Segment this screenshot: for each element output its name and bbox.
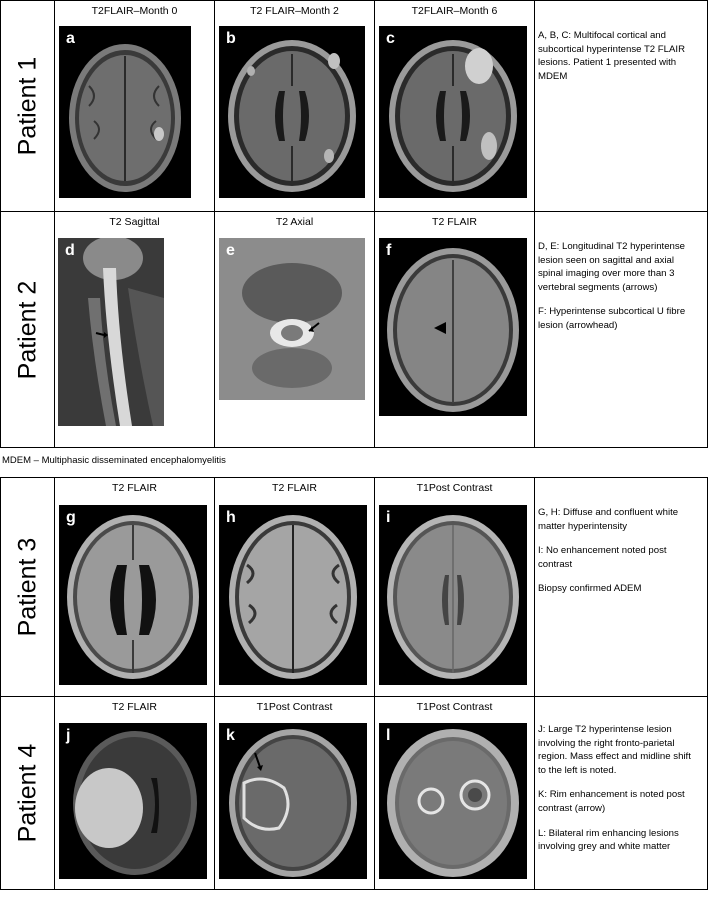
panel-h: T2 FLAIR h bbox=[214, 477, 375, 697]
description-cell: G, H: Diffuse and confluent white matter… bbox=[534, 477, 708, 697]
row-patient-3: Patient 3 T2 FLAIR g T2 FLAIR bbox=[0, 477, 708, 697]
description-cell: D, E: Longitudinal T2 hyperintense lesio… bbox=[534, 211, 708, 448]
panel-title: T2 FLAIR bbox=[112, 701, 157, 713]
brain-axial-image bbox=[228, 40, 356, 192]
panel-letter: g bbox=[66, 509, 76, 526]
mri-image: c bbox=[379, 26, 527, 198]
panel-title: T1Post Contrast bbox=[256, 701, 333, 713]
brain-axial-image bbox=[389, 40, 517, 192]
panel-title: T1Post Contrast bbox=[416, 482, 493, 494]
brain-axial-image bbox=[229, 729, 357, 877]
mri-image: l bbox=[379, 723, 527, 879]
description-text: D, E: Longitudinal T2 hyperintense lesio… bbox=[538, 241, 686, 293]
patient-label: Patient 2 bbox=[13, 280, 41, 379]
description-text: Biopsy confirmed ADEM bbox=[538, 583, 642, 595]
panel-title: T2FLAIR–Month 0 bbox=[91, 5, 178, 17]
panel-b: T2 FLAIR–Month 2 b bbox=[214, 0, 375, 212]
mri-image: i bbox=[379, 505, 527, 685]
brain-axial-image bbox=[69, 44, 181, 192]
mri-image: k bbox=[219, 723, 367, 879]
patient-label: Patient 1 bbox=[13, 56, 41, 156]
panel-title: T1Post Contrast bbox=[416, 701, 493, 713]
panel-g: T2 FLAIR g bbox=[54, 477, 215, 697]
description-text: I: No enhancement noted post contrast bbox=[538, 545, 667, 570]
brain-axial-image bbox=[229, 515, 357, 679]
panel-letter: j bbox=[66, 727, 71, 744]
panel-f: T2 FLAIR f bbox=[374, 211, 535, 448]
spine-sagittal-image bbox=[58, 238, 164, 426]
footnote: MDEM – Multiphasic disseminated encephal… bbox=[2, 455, 226, 466]
mri-image: b bbox=[219, 26, 365, 198]
description-cell: A, B, C: Multifocal cortical and subcort… bbox=[534, 0, 708, 212]
spine-axial-image bbox=[219, 238, 365, 400]
panel-letter: f bbox=[386, 242, 392, 259]
patient-label: Patient 3 bbox=[13, 537, 41, 637]
panel-title: T2 Axial bbox=[275, 216, 314, 228]
mri-image: j bbox=[59, 723, 207, 879]
row-patient-2: Patient 2 T2 Sagittal d T2 Axial bbox=[0, 211, 708, 448]
description-text: F: Hyperintense subcortical U fibre lesi… bbox=[538, 306, 686, 331]
mri-image: g bbox=[59, 505, 207, 685]
panel-c: T2FLAIR–Month 6 c bbox=[374, 0, 535, 212]
panel-k: T1Post Contrast k bbox=[214, 696, 375, 890]
mri-image: d bbox=[58, 238, 164, 426]
patient-label-cell: Patient 1 bbox=[0, 0, 55, 212]
description-text: L: Bilateral rim enhancing lesions invol… bbox=[538, 827, 679, 853]
panel-l: T1Post Contrast l bbox=[374, 696, 535, 890]
panel-e: T2 Axial e bbox=[214, 211, 375, 448]
panel-letter: c bbox=[386, 30, 395, 47]
brain-axial-image bbox=[67, 515, 199, 679]
panel-title: T2 Sagittal bbox=[109, 216, 160, 228]
panel-letter: b bbox=[226, 30, 236, 47]
panel-j: T2 FLAIR j bbox=[54, 696, 215, 890]
panel-a: T2FLAIR–Month 0 a bbox=[54, 0, 215, 212]
patient-label-cell: Patient 3 bbox=[0, 477, 55, 697]
figure-table-bottom: Patient 3 T2 FLAIR g T2 FLAIR bbox=[0, 477, 708, 890]
patient-label-cell: Patient 2 bbox=[0, 211, 55, 448]
panel-title: T2 FLAIR bbox=[272, 482, 317, 494]
description: A, B, C: Multifocal cortical and subcort… bbox=[535, 1, 707, 83]
panel-title: T2 FLAIR bbox=[112, 482, 157, 494]
brain-axial-image bbox=[73, 731, 197, 875]
panel-letter: i bbox=[386, 509, 391, 526]
panel-letter: h bbox=[226, 509, 236, 526]
description-text: K: Rim enhancement is noted post contras… bbox=[538, 789, 685, 814]
panel-title: T2 FLAIR bbox=[432, 216, 477, 228]
panel-i: T1Post Contrast i bbox=[374, 477, 535, 697]
description: G, H: Diffuse and confluent white matter… bbox=[535, 478, 707, 596]
description-text: A, B, C: Multifocal cortical and subcort… bbox=[538, 30, 685, 82]
mri-image: f bbox=[379, 238, 527, 416]
mri-image: e bbox=[219, 238, 365, 400]
panel-title: T2 FLAIR–Month 2 bbox=[250, 5, 339, 17]
description-cell: J: Large T2 hyperintense lesion involvin… bbox=[534, 696, 708, 890]
brain-axial-image bbox=[387, 729, 519, 877]
description-text: J: Large T2 hyperintense lesion involvin… bbox=[538, 724, 691, 776]
panel-d: T2 Sagittal d bbox=[54, 211, 215, 448]
panel-letter: k bbox=[226, 727, 235, 744]
mri-image: h bbox=[219, 505, 367, 685]
brain-axial-image bbox=[387, 248, 519, 412]
patient-label: Patient 4 bbox=[13, 743, 41, 843]
figure-table-top: Patient 1 T2FLAIR–Month 0 a T2 FLAIR–Mon… bbox=[0, 0, 708, 448]
panel-letter: d bbox=[65, 242, 75, 259]
description: D, E: Longitudinal T2 hyperintense lesio… bbox=[535, 212, 707, 333]
panel-letter: a bbox=[66, 30, 75, 47]
brain-axial-image bbox=[387, 515, 519, 679]
panel-letter: l bbox=[386, 727, 391, 744]
row-patient-4: Patient 4 T2 FLAIR j T1Post Contrast bbox=[0, 696, 708, 890]
description: J: Large T2 hyperintense lesion involvin… bbox=[535, 697, 707, 854]
mri-image: a bbox=[59, 26, 191, 198]
panel-title: T2FLAIR–Month 6 bbox=[411, 5, 498, 17]
row-patient-1: Patient 1 T2FLAIR–Month 0 a T2 FLAIR–Mon… bbox=[0, 0, 708, 212]
description-text: G, H: Diffuse and confluent white matter… bbox=[538, 507, 679, 532]
panel-letter: e bbox=[226, 242, 235, 259]
patient-label-cell: Patient 4 bbox=[0, 696, 55, 890]
